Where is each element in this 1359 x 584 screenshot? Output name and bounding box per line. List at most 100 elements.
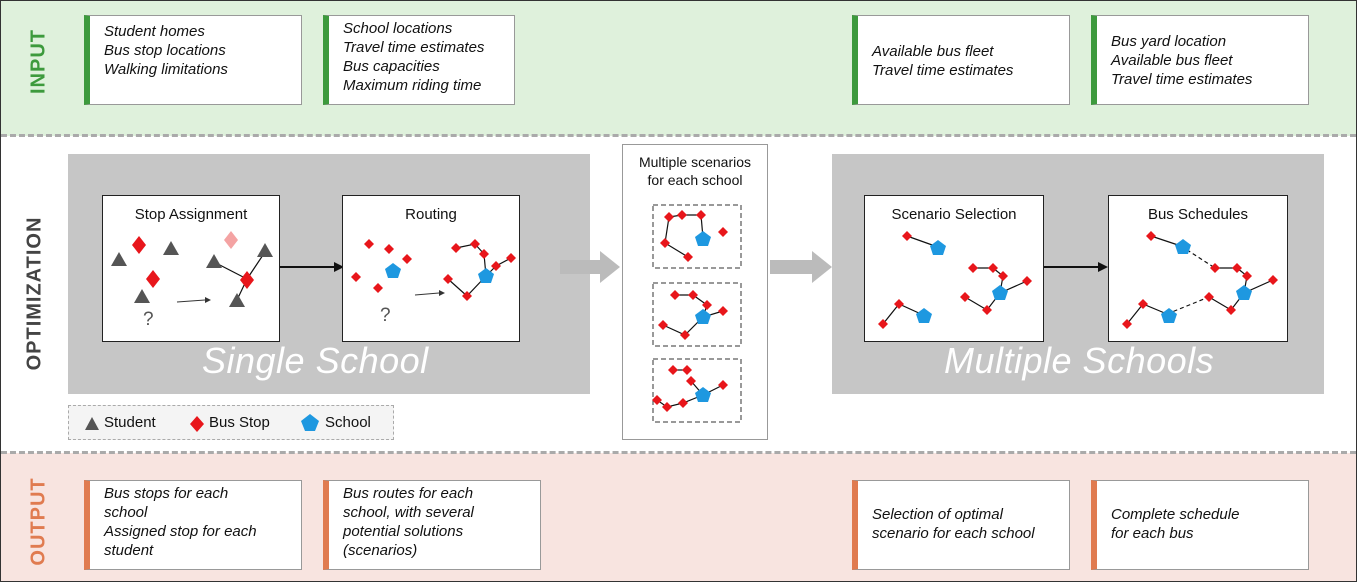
stop-assignment-illustration [111,231,273,307]
routing-panel: Routing ? [342,195,520,342]
question-mark: ? [380,305,391,326]
arrow-head [439,290,445,296]
scenario-1 [652,204,742,269]
note-line: Travel time estimates [343,39,485,56]
legend-student: Student [104,414,156,431]
note-line: school, with several [343,504,474,521]
input-note-routing: School locations Travel time estimates B… [323,15,515,105]
single-school-caption: Single School [202,340,429,381]
routing-illustration [351,239,516,301]
note-line: Available bus fleet [1111,52,1233,69]
note-line: Bus stop locations [104,42,226,59]
output-note-stop-assignment: Bus stops for each school Assigned stop … [84,480,302,570]
routing-title: Routing [405,206,457,223]
stop-assignment-title: Stop Assignment [134,206,248,223]
school-icon [478,268,494,283]
unused-stop-icon [224,231,238,249]
bus-stop-icon [384,244,394,254]
legend: Student Bus Stop School [68,405,394,440]
note-line: Bus capacities [343,58,440,75]
bus-stop-icon [190,416,204,432]
panel-arrow [1044,262,1108,272]
input-note-bus-schedules: Bus yard location Available bus fleet Tr… [1091,15,1309,105]
optimization-label: OPTIMIZATION [23,216,46,371]
school-icon [301,414,319,431]
bus-stop-icon [132,236,146,254]
big-arrow-left [560,251,620,283]
output-note-bus-schedules: Complete schedule for each bus [1091,480,1309,570]
divider-bottom [1,451,1356,454]
student-icon [134,289,150,303]
input-note-scenario-selection: Available bus fleet Travel time estimate… [852,15,1070,105]
bus-schedules-panel: Bus Schedules [1108,195,1288,342]
arrow-line [176,299,206,303]
bus-stop-icon [451,243,461,253]
scenario-illustrations [652,204,742,423]
stop-assignment-panel: Stop Assignment ? [102,195,280,342]
arrow-line [414,292,440,296]
note-line: Student homes [104,23,205,40]
bus-stop-icon [491,261,501,271]
scenarios-box: Multiple scenarios for each school [622,144,768,440]
route-line [455,243,487,277]
bus-schedules-illustration [1122,231,1278,329]
input-note-stop-assignment: Student homes Bus stop locations Walking… [84,15,302,105]
student-icon [206,254,222,268]
output-note-scenario-selection: Selection of optimal scenario for each s… [852,480,1070,570]
scenario-selection-panel: Scenario Selection [864,195,1044,342]
input-label: INPUT [27,29,50,94]
note-line: Bus routes for each [343,485,474,502]
bus-stop-icon [146,270,160,288]
bus-schedules-title: Bus Schedules [1147,206,1249,223]
question-mark: ? [143,309,154,330]
note-line: student [104,542,154,559]
student-icon [111,252,127,266]
bus-stop-icon [443,274,453,284]
big-arrow-right [770,251,832,283]
scenarios-title-line: Multiple scenarios [638,154,752,170]
bus-stop-icon [506,253,516,263]
note-line: for each bus [1111,525,1194,542]
bus-stop-icon [462,291,472,301]
legend-bus-stop: Bus Stop [209,414,270,431]
note-line: Travel time estimates [1111,71,1253,88]
bus-stop-icon [470,239,480,249]
bus-stop-icon [240,271,254,289]
note-line: Walking limitations [104,61,228,78]
note-line: school [104,504,148,521]
student-icon [257,243,273,257]
note-line: (scenarios) [343,542,418,559]
note-line: Selection of optimal [872,506,1003,523]
divider-top [1,134,1356,137]
scenario-selection-title: Scenario Selection [891,206,1017,223]
bus-stop-icon [402,254,412,264]
note-line: School locations [343,20,453,37]
note-line: Assigned stop for each [104,523,257,540]
student-icon [229,293,245,307]
bus-stop-icon [479,249,489,259]
multiple-schools-caption: Multiple Schools [944,340,1215,381]
note-line: scenario for each school [872,525,1035,542]
panel-arrow [280,262,344,272]
note-line: Maximum riding time [343,77,482,94]
scenarios-title-line: for each school [647,172,743,188]
school-icon [385,263,401,278]
note-line: Travel time estimates [872,62,1014,79]
scenarios-title: Multiple scenarios for each school [623,153,767,189]
scenario-3 [652,358,742,423]
note-line: potential solutions [343,523,464,540]
scenario-selection-illustration [878,231,1032,329]
student-icon [85,417,99,430]
arrow-head [205,297,211,303]
scenario-2 [652,282,742,347]
note-line: Complete schedule [1111,506,1240,523]
note-line: Available bus fleet [872,43,994,60]
student-icon [163,241,179,255]
note-line: Bus stops for each [104,485,229,502]
bus-stop-icon [373,283,383,293]
bus-stop-icon [364,239,374,249]
output-label: OUTPUT [27,477,50,566]
bus-stop-icon [351,272,361,282]
output-note-routing: Bus routes for each school, with several… [323,480,541,570]
legend-school: School [325,414,371,431]
